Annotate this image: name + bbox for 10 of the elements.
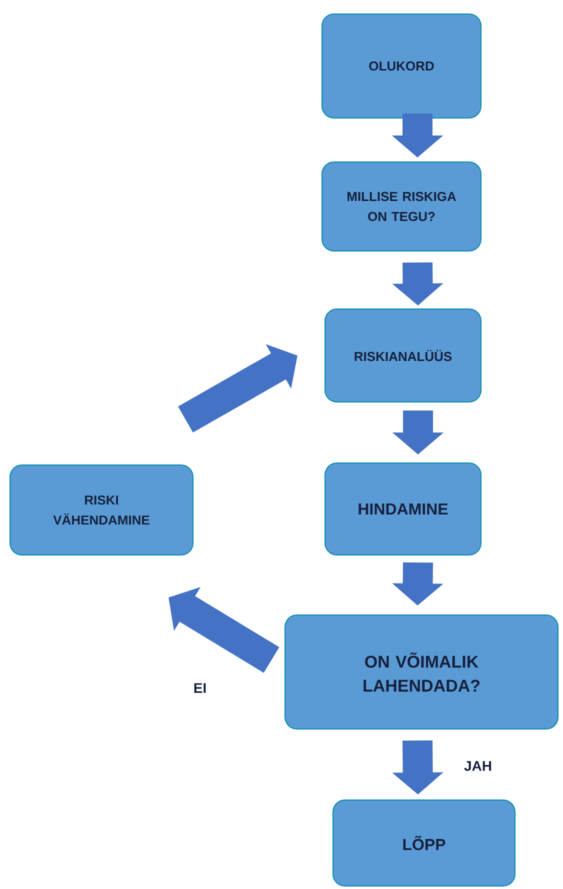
process-box: OLUKORD — [322, 14, 482, 118]
process-box: RISKIANALÜÜS — [324, 308, 482, 402]
block-arrow — [178, 344, 298, 433]
process-box: ON VÕIMALIK LAHENDADA? — [284, 614, 558, 730]
edge-label: JAH — [463, 760, 493, 772]
process-box: RISKI VÄHENDAMINE — [10, 464, 194, 556]
edge-label: EI — [192, 682, 208, 694]
process-box: MILLISE RISKIGA ON TEGU? — [322, 162, 482, 252]
process-box: HINDAMINE — [324, 462, 482, 556]
process-box: LÕPP — [332, 800, 516, 886]
